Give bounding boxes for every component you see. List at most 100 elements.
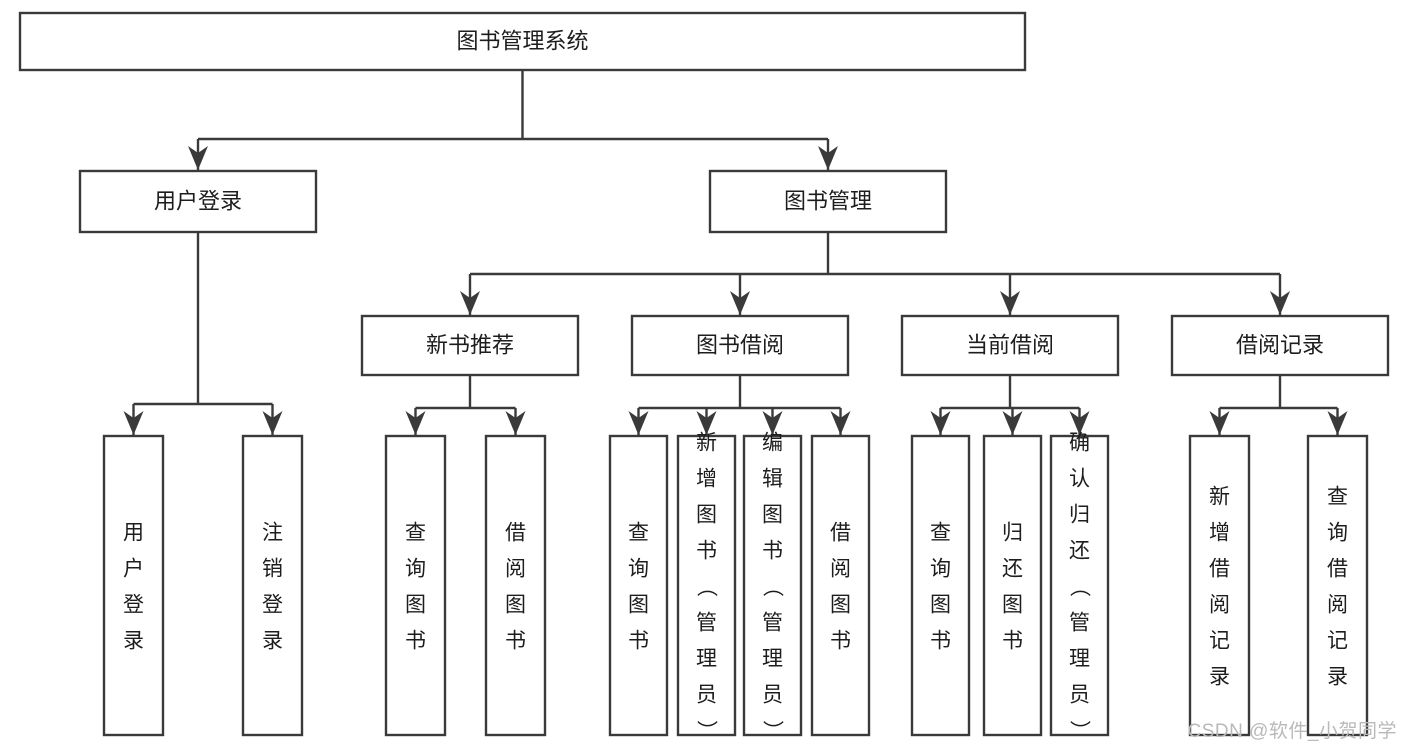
nodes-layer: 图书管理系统用户登录图书管理新书推荐图书借阅当前借阅借阅记录用户登录注销登录查询… [18,11,1390,742]
node-label-char: 编 [762,432,783,455]
node-box [708,169,948,234]
node-box [910,434,971,737]
csdn-watermark: CSDN @软件_小贺同学 [1187,721,1397,742]
arrow-head-icon [123,411,144,435]
arrow-head-icon [505,411,526,435]
node-level3-new-book-rec[interactable]: 新书推荐 [360,314,580,377]
node-leaf-leaf-user-login[interactable]: 用户登录 [102,434,165,737]
arrow-head-icon [262,411,283,435]
node-label: 图书管理系统 [456,28,588,53]
node-label-char: 员 [762,684,783,707]
node-label-char: 图 [505,594,526,617]
node-label-char: 理 [696,648,717,671]
node-label-char: 新 [696,432,717,455]
arrow-head-icon [730,291,750,315]
connectors-layer [123,70,1348,435]
node-label-char: 登 [262,594,283,617]
node-label-char: 增 [1209,522,1230,545]
node-level3-book-borrow[interactable]: 图书借阅 [630,314,850,377]
arrow-head-icon [930,411,951,435]
node-label-char: ） [695,720,718,741]
arrow-head-icon [460,291,480,315]
node-label-char: 新 [1209,486,1230,509]
arrow-head-icon [188,146,208,170]
node-label-char: 图 [830,594,851,617]
node-label-char: 销 [262,558,283,581]
node-level2-book-manage[interactable]: 图书管理 [708,169,948,234]
node-label-char: 查 [628,522,649,545]
node-level3-borrow-record[interactable]: 借阅记录 [1170,314,1390,377]
node-label-char: 还 [1069,540,1090,563]
node-level2-user-login[interactable]: 用户登录 [78,169,318,234]
node-label-char: ） [1068,720,1091,741]
node-label-char: 阅 [1209,594,1230,617]
node-label-char: 管 [696,612,717,635]
arrow-head-icon [696,411,717,435]
node-label-char: 书 [762,540,783,563]
node-label-char: 询 [1327,522,1348,545]
node-label-char: 理 [1069,648,1090,671]
node-label-char: 借 [1209,558,1230,581]
node-label-char: 录 [262,630,283,653]
node-label: 图书管理 [784,188,872,213]
node-label-char: 录 [1327,666,1348,689]
node-label: 新书推荐 [426,332,514,357]
arrow-head-icon [1270,291,1290,315]
node-label-char: 图 [1002,594,1023,617]
arrow-head-icon [1002,411,1023,435]
node-box [18,11,1027,72]
arrow-head-icon [830,411,851,435]
node-label-char: 查 [1327,486,1348,509]
node-label-char: 归 [1069,504,1090,527]
node-label-char: 增 [696,468,717,491]
node-box [1306,434,1369,737]
node-label-char: 查 [930,522,951,545]
node-label-char: 员 [1069,684,1090,707]
node-label-char: 书 [628,630,649,653]
node-label-char: 理 [762,648,783,671]
node-label-char: 管 [1069,612,1090,635]
node-level3-current-borrow[interactable]: 当前借阅 [900,314,1120,377]
arrow-head-icon [818,146,838,170]
arrow-head-icon [1209,411,1230,435]
node-label-char: （ [1068,576,1091,597]
arrow-head-icon [628,411,649,435]
node-label-char: ） [761,720,784,741]
node-label-char: 户 [123,558,144,581]
node-label-char: 书 [405,630,426,653]
node-root-system[interactable]: 图书管理系统 [18,11,1027,72]
node-label: 图书借阅 [696,332,784,357]
node-label-char: 归 [1002,522,1023,545]
node-label-char: 图 [696,504,717,527]
node-box [1188,434,1251,737]
node-label-char: 阅 [1327,594,1348,617]
node-label-char: 认 [1069,468,1090,491]
arrow-head-icon [1069,411,1090,435]
node-label-char: 书 [930,630,951,653]
node-box [384,434,447,737]
node-box [982,434,1043,737]
node-label-char: 询 [405,558,426,581]
node-box [360,314,580,377]
node-label-char: 还 [1002,558,1023,581]
node-label: 用户登录 [154,188,242,213]
node-label-char: 书 [505,630,526,653]
node-box [241,434,304,737]
node-label-char: 询 [628,558,649,581]
node-label-char: 查 [405,522,426,545]
node-box [78,169,318,234]
node-label: 当前借阅 [966,332,1054,357]
